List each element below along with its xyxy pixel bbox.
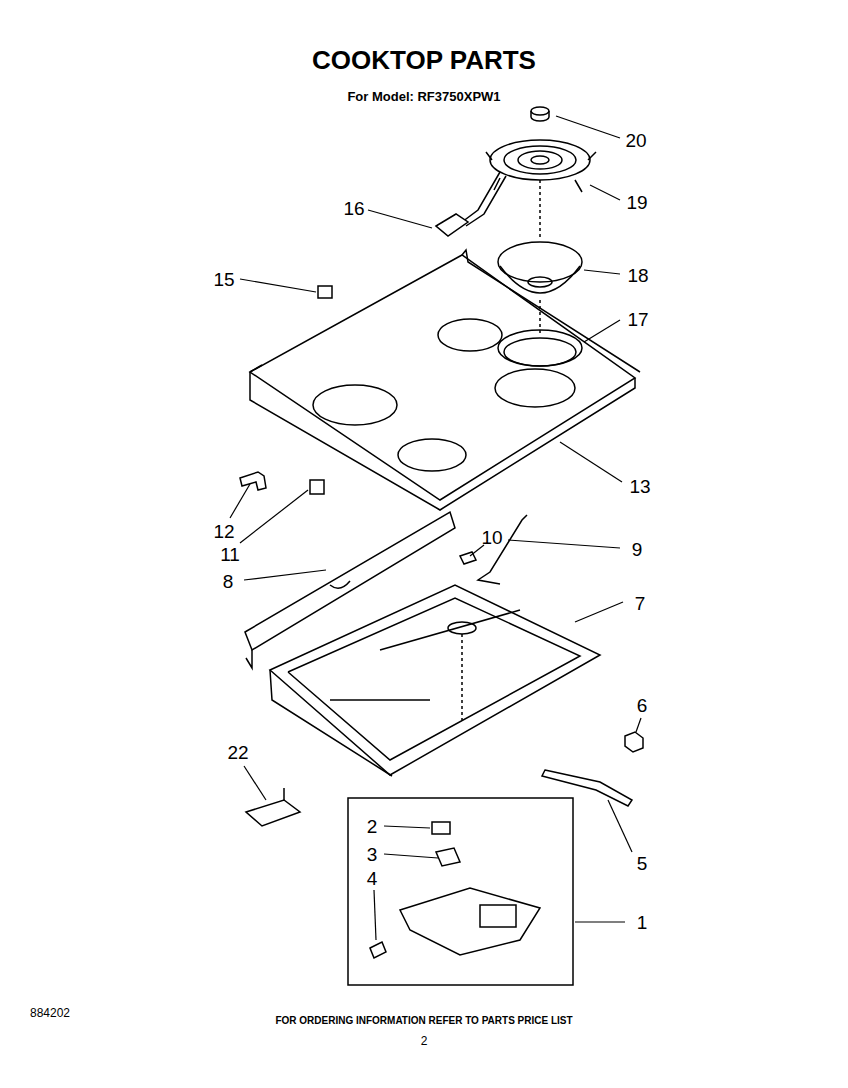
callout-number: 6 [637, 696, 648, 715]
callout-number: 16 [343, 199, 364, 218]
callout-number: 18 [627, 266, 648, 285]
callout-number: 19 [626, 193, 647, 212]
footer-note: FOR ORDERING INFORMATION REFER TO PARTS … [275, 1016, 572, 1026]
callout-number: 22 [227, 743, 248, 762]
callout-number: 17 [627, 310, 648, 329]
document-number: 884202 [30, 1007, 70, 1019]
callout-number: 10 [481, 528, 502, 547]
diagram-title: COOKTOP PARTS [312, 47, 536, 73]
callout-number: 5 [637, 854, 648, 873]
callout-number: 4 [367, 869, 378, 888]
page-number: 2 [421, 1035, 428, 1047]
callout-number: 7 [635, 594, 646, 613]
callout-number: 1 [637, 913, 648, 932]
callout-number: 11 [220, 545, 240, 564]
callout-number: 8 [223, 572, 234, 591]
callout-number: 9 [632, 540, 643, 559]
callout-number: 13 [629, 477, 650, 496]
callout-number: 2 [367, 817, 378, 836]
callout-number: 15 [213, 270, 234, 289]
model-label: For Model: RF3750XPW1 [347, 90, 500, 103]
callout-number: 12 [213, 522, 234, 541]
callout-number: 20 [625, 131, 646, 150]
callout-number: 3 [367, 845, 378, 864]
